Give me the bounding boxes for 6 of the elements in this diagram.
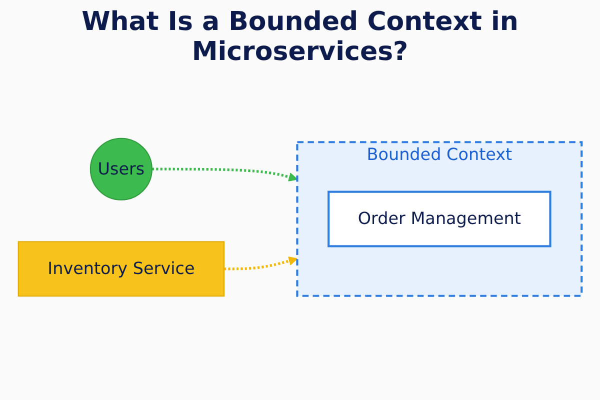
node-box: Inventory Service [18, 240, 225, 296]
title: What Is a Bounded Context in Microservices? [80, 8, 520, 68]
arrow [224, 256, 298, 270]
node-circle: Users [90, 137, 152, 200]
arrow [152, 167, 298, 182]
node-box: Order Management [328, 190, 552, 247]
